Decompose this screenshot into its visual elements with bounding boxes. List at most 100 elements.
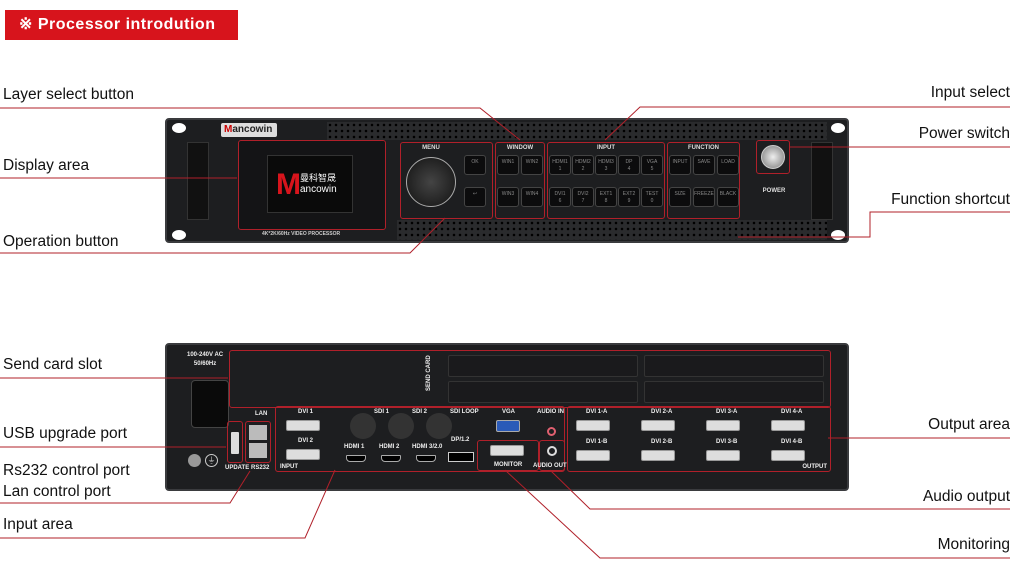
output-dvi-port[interactable] (576, 420, 610, 431)
dp-port[interactable] (448, 452, 474, 462)
output-dvi-port[interactable] (771, 420, 805, 431)
input-button-dvi1[interactable]: DVI1 6 (549, 187, 571, 207)
function-button-load[interactable]: LOAD (717, 155, 739, 175)
power-rating-voltage: 100-240V AC (187, 352, 224, 358)
output-dvi-port[interactable] (706, 450, 740, 461)
usb-port[interactable] (231, 432, 239, 454)
output-dvi-port[interactable] (576, 450, 610, 461)
output-dvi-port[interactable] (641, 450, 675, 461)
label-monitoring: Monitoring (937, 536, 1010, 553)
label-lan: Lan control port (3, 483, 111, 500)
input-button-hdmi3[interactable]: HDMI3 3 (595, 155, 617, 175)
sdi-loop-port[interactable] (426, 413, 452, 439)
power-label: POWER (762, 188, 786, 194)
window-button-win2[interactable]: WIN2 (521, 155, 543, 175)
input-button-vga[interactable]: VGA 5 (641, 155, 663, 175)
label-function-shortcut: Function shortcut (891, 191, 1010, 208)
screen-logo-mark: M (276, 168, 301, 201)
input-button-hdmi2[interactable]: HDMI2 2 (572, 155, 594, 175)
hdmi3-port[interactable] (416, 455, 436, 462)
power-switch[interactable] (761, 145, 785, 169)
window-button-win3[interactable]: WIN3 (497, 187, 519, 207)
output-dvi-port[interactable] (641, 420, 675, 431)
label-display-area: Display area (3, 157, 90, 174)
output-label: OUTPUT (802, 464, 827, 470)
audio-in-port[interactable] (547, 427, 556, 436)
vga-label: VGA (502, 409, 516, 415)
menu-knob[interactable] (406, 157, 456, 207)
send-card-slot-area: SEND CARD (229, 350, 831, 408)
power-rating-frequency: 50/60Hz (193, 361, 217, 367)
input-button-dp[interactable]: DP 4 (618, 155, 640, 175)
section-header: ※ Processor introdution (5, 10, 238, 40)
function-button-freeze[interactable]: FREEZE (693, 187, 715, 207)
label-input-area: Input area (3, 516, 73, 533)
lan-port[interactable] (249, 425, 267, 440)
send-card-slot (448, 355, 638, 377)
display-area: M 曼科智晟 ancowin (238, 140, 386, 230)
input-button-ext2[interactable]: EXT2 9 (618, 187, 640, 207)
output-label-1: DVI 2-A (651, 409, 673, 415)
label-power-switch: Power switch (918, 125, 1010, 142)
rack-handle (811, 142, 833, 220)
sdi2-label: SDI 2 (412, 409, 428, 415)
output-label-0: DVI 1-A (586, 409, 608, 415)
input-title: INPUT (597, 145, 615, 151)
window-title: WINDOW (506, 145, 534, 151)
ground-icon: ⏚ (205, 454, 218, 467)
send-card-slot (644, 355, 824, 377)
dvi2-port[interactable] (286, 449, 320, 460)
label-operation-button: Operation button (3, 233, 119, 250)
screen-logo-cn: 曼科智晟 (300, 173, 337, 183)
label-rs232: Rs232 control port (3, 462, 130, 479)
function-button-input[interactable]: INPUT (669, 155, 691, 175)
model-label: 4K*2K/60Hz VIDEO PROCESSOR (262, 231, 341, 237)
output-dvi-port[interactable] (706, 420, 740, 431)
ok-button[interactable]: OK (464, 155, 486, 175)
menu-section: MENU OK ↩ (400, 142, 493, 219)
rack-handle (187, 142, 209, 220)
input-button-hdmi1[interactable]: HDMI1 1 (549, 155, 571, 175)
power-section (756, 140, 790, 174)
hdmi3-label: HDMI 3/2.0 (412, 444, 443, 450)
input-button-dvi2[interactable]: DVI2 7 (572, 187, 594, 207)
label-audio-output: Audio output (922, 488, 1010, 505)
input-area: DVI 1 DVI 2 INPUT SDI 1 SDI 2 SDI LOOP H… (275, 406, 565, 472)
sdi1-port[interactable] (350, 413, 376, 439)
output-dvi-port[interactable] (771, 450, 805, 461)
hdmi1-port[interactable] (346, 455, 366, 462)
lan-label: LAN (255, 411, 268, 417)
input-button-ext1[interactable]: EXT1 8 (595, 187, 617, 207)
window-button-win1[interactable]: WIN1 (497, 155, 519, 175)
function-button-save[interactable]: SAVE (693, 155, 715, 175)
vga-port[interactable] (496, 420, 520, 432)
input-button-test[interactable]: TEST 0 (641, 187, 663, 207)
label-input-select: Input select (930, 84, 1010, 101)
hdmi2-label: HDMI 2 (379, 444, 400, 450)
monitor-port[interactable] (490, 445, 524, 456)
menu-title: MENU (422, 145, 440, 151)
dvi1-port[interactable] (286, 420, 320, 431)
function-button-size[interactable]: SIZE (669, 187, 691, 207)
vent-grill (327, 122, 827, 140)
brand-badge: Mancowin (221, 123, 277, 137)
label-output-area: Output area (928, 416, 1010, 433)
power-rating: 100-240V AC 50/60Hz (187, 351, 223, 369)
window-button-win4[interactable]: WIN4 (521, 187, 543, 207)
lcd-screen: M 曼科智晟 ancowin (267, 155, 353, 213)
sdi2-port[interactable] (388, 413, 414, 439)
send-card-label: SEND CARD (426, 355, 432, 391)
audio-out-port[interactable] (547, 446, 557, 456)
function-button-black[interactable]: BLACK (717, 187, 739, 207)
output-label-3: DVI 4-A (781, 409, 803, 415)
dvi2-label: DVI 2 (298, 438, 314, 444)
lan-rs232-area (245, 421, 271, 463)
sdi1-label: SDI 1 (374, 409, 390, 415)
rack-hole (831, 230, 845, 240)
usb-area (227, 421, 243, 463)
back-button[interactable]: ↩ (464, 187, 486, 207)
hdmi2-port[interactable] (381, 455, 401, 462)
rs232-port[interactable] (249, 443, 267, 458)
